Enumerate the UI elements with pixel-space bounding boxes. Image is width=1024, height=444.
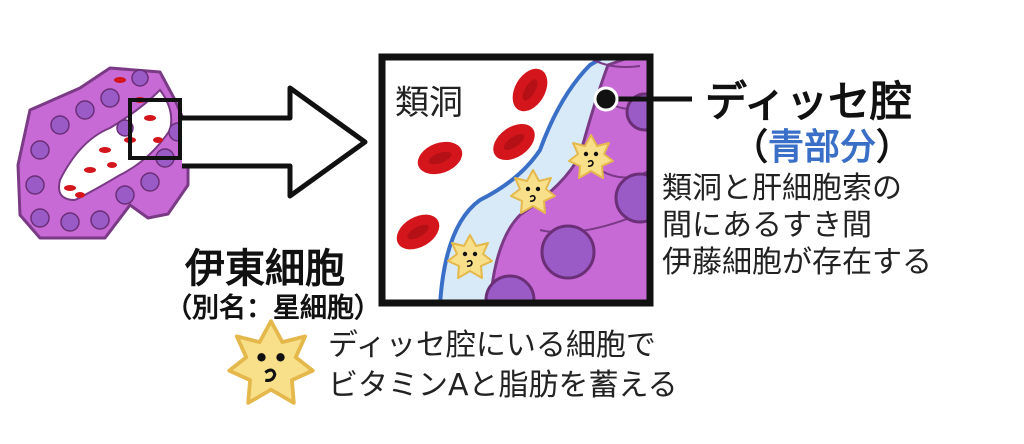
blue-part-text: 青部分 bbox=[768, 127, 877, 168]
ito-cell-title: 伊東細胞 bbox=[185, 246, 345, 292]
sinusoid-label: 類洞 bbox=[395, 83, 463, 123]
disse-space-title: ディッセ腔 bbox=[705, 77, 913, 126]
paren-close: ） bbox=[876, 127, 913, 168]
blue-part-note: （青部分） bbox=[732, 118, 912, 170]
hollow-right-arrow-icon bbox=[182, 85, 368, 199]
star-cell-icon bbox=[227, 319, 315, 405]
legend-line: ビタミンAと脂肪を蓄える bbox=[328, 368, 678, 403]
paren-open: （ bbox=[732, 127, 769, 168]
disse-description-line: 伊藤細胞が存在する bbox=[662, 245, 932, 280]
disse-description: 類洞と肝細胞索の 間にあるすき間 伊藤細胞が存在する bbox=[662, 170, 932, 281]
legend-line: ディッセ腔にいる細胞で bbox=[328, 328, 656, 363]
disse-description-line: 間にあるすき間 bbox=[662, 208, 872, 243]
pointer-dot-icon bbox=[593, 86, 619, 112]
ito-cell-alias: （別名：星細胞） bbox=[165, 293, 381, 324]
legend-description: ディッセ腔にいる細胞で ビタミンAと脂肪を蓄える bbox=[328, 326, 678, 406]
zoom-selection-box bbox=[128, 98, 182, 160]
disse-description-line: 類洞と肝細胞索の bbox=[662, 171, 902, 206]
liver-tissue-illustration bbox=[16, 66, 190, 240]
